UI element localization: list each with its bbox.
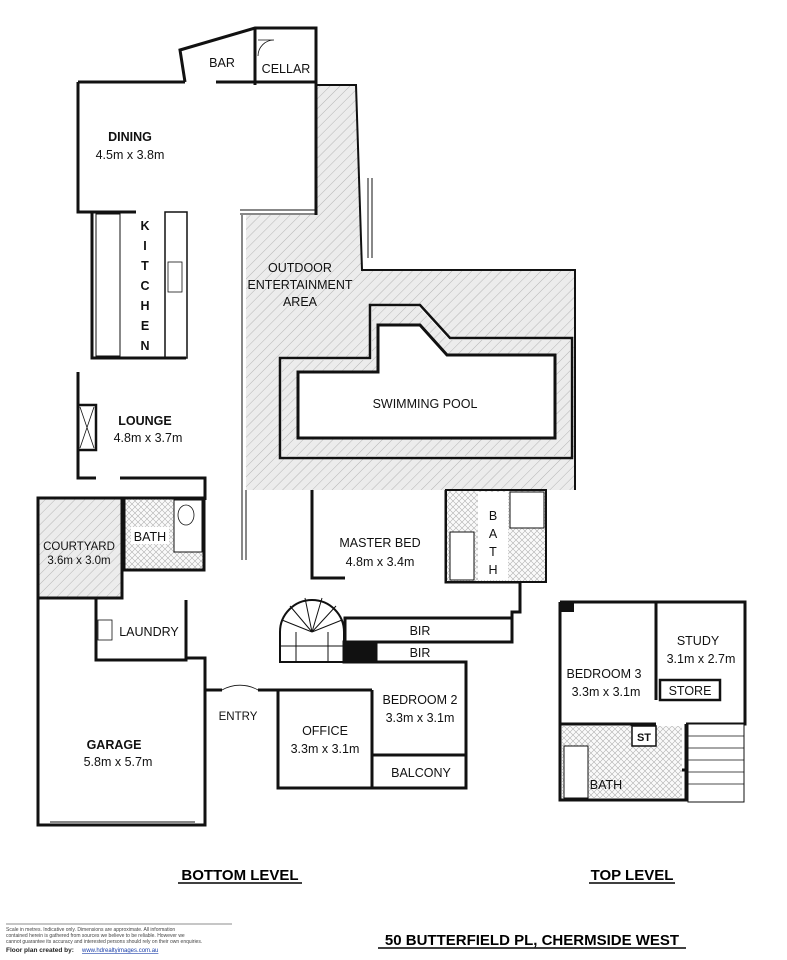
top-corner-post — [560, 602, 574, 612]
top-level-title: TOP LEVEL — [591, 867, 674, 884]
master-size: 4.8m x 3.4m — [346, 555, 415, 569]
pool-label: SWIMMING POOL — [373, 397, 478, 411]
laundry-walls — [36, 598, 207, 827]
dining-size: 4.5m x 3.8m — [96, 148, 165, 162]
master-label: MASTER BED — [339, 536, 420, 550]
top-bath-tub — [563, 745, 589, 799]
disclaimer-line: contained herein is gathered from source… — [6, 933, 185, 939]
bar-label: BAR — [209, 56, 235, 70]
cellar-door-swing — [257, 39, 275, 57]
kitchen — [90, 211, 188, 360]
garage-size: 5.8m x 5.7m — [84, 755, 153, 769]
outdoor-label-line1: OUTDOOR — [268, 261, 332, 275]
study-size: 3.1m x 2.7m — [667, 652, 736, 666]
master-bath-vanity — [509, 491, 545, 529]
laundry-tub — [97, 619, 113, 641]
kitchen-letter: E — [141, 319, 149, 333]
bottom-level-title: BOTTOM LEVEL — [181, 867, 298, 884]
master-bath-letter: B — [489, 509, 497, 523]
kitchen-letter: C — [140, 279, 149, 293]
master-bath-strip — [478, 492, 508, 580]
outdoor-label-line3: AREA — [283, 295, 318, 309]
office-size: 3.3m x 3.1m — [291, 742, 360, 756]
st-label: ST — [637, 732, 651, 744]
bedroom2-size: 3.3m x 3.1m — [386, 711, 455, 725]
kitchen-letter: I — [143, 239, 146, 253]
spiral-stairs — [279, 597, 345, 663]
disclaimer-line: cannot guarantee its accuracy and intere… — [6, 939, 202, 945]
bedroom3-size: 3.3m x 3.1m — [572, 685, 641, 699]
master-bath-letter: A — [489, 527, 498, 541]
master-bath-tub — [449, 531, 475, 581]
lower-bath-basin — [177, 504, 195, 526]
laundry-label: LAUNDRY — [119, 625, 179, 639]
garage-label: GARAGE — [87, 738, 142, 752]
bir-label-2: BIR — [410, 646, 431, 660]
study-label: STUDY — [677, 634, 720, 648]
deck-outline — [316, 84, 576, 490]
courtyard-label: COURTYARD — [43, 541, 115, 553]
lounge-label: LOUNGE — [118, 414, 171, 428]
kitchen-letter: H — [140, 299, 149, 313]
bir-label-1: BIR — [410, 624, 431, 638]
cellar-label: CELLAR — [262, 62, 311, 76]
bedroom2-label: BEDROOM 2 — [382, 693, 457, 707]
lower-bath-label-bg — [131, 527, 169, 544]
store-box — [658, 678, 722, 702]
credit-label: Floor plan created by: — [6, 947, 74, 954]
balcony-label: BALCONY — [391, 766, 451, 780]
st-cupboard — [631, 725, 657, 747]
swimming-pool — [296, 323, 557, 440]
kitchen-letter: T — [141, 259, 149, 273]
entry-label: ENTRY — [219, 711, 258, 723]
entry-door-swing — [221, 684, 259, 691]
credit-url[interactable]: www.hdrealtyimages.com.au — [81, 948, 158, 954]
address-title: 50 BUTTERFIELD PL, CHERMSIDE WEST — [385, 932, 679, 949]
office-label: OFFICE — [302, 724, 348, 738]
bedroom3-label: BEDROOM 3 — [566, 667, 641, 681]
kitchen-letter: K — [140, 219, 149, 233]
master-bath-label: B A T H — [488, 509, 497, 577]
upper-bath-label: BATH — [590, 778, 622, 792]
bar-cellar-walls — [178, 26, 318, 85]
top-stairs-treads — [688, 735, 744, 785]
master-bath-letter: H — [488, 563, 497, 577]
dining-label: DINING — [108, 130, 152, 144]
courtyard-size: 3.6m x 3.0m — [47, 555, 110, 567]
lounge-size: 4.8m x 3.7m — [114, 431, 183, 445]
master-bath-letter: T — [489, 545, 497, 559]
outdoor-label-line2: ENTERTAINMENT — [247, 278, 352, 292]
lounge-walls — [76, 215, 247, 560]
store-label: STORE — [669, 684, 712, 698]
kitchen-letter: N — [140, 339, 149, 353]
disclaimer-line: Scale in metres. Indicative only. Dimens… — [6, 927, 175, 933]
kitchen-label: K I T C H E N — [140, 219, 149, 353]
lower-bath-label: BATH — [134, 530, 166, 544]
courtyard-area — [36, 496, 124, 600]
top-stairs — [687, 723, 745, 803]
